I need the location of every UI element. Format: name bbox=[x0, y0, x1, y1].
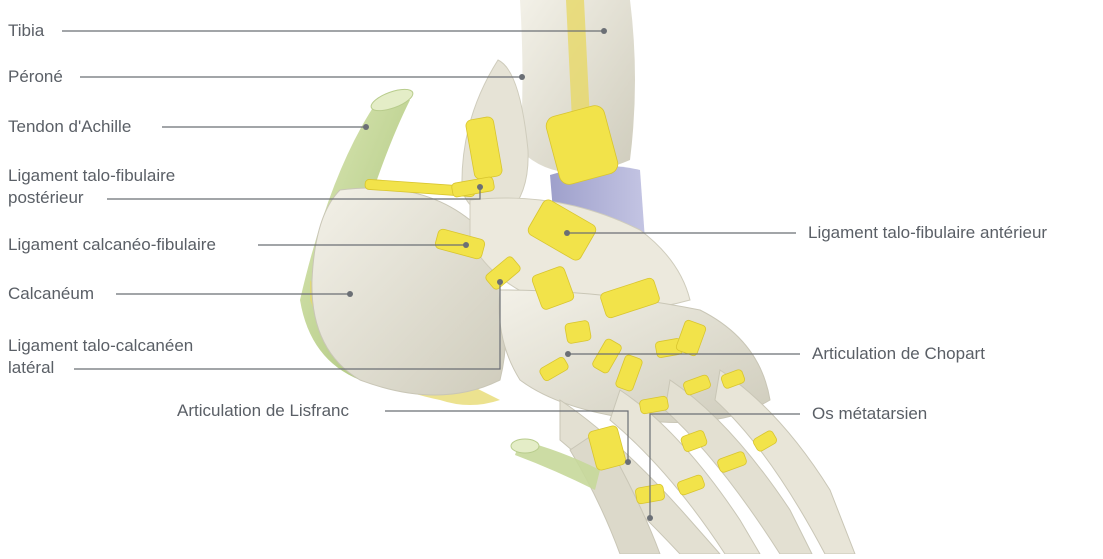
label-tendon-achille: Tendon d'Achille bbox=[8, 116, 131, 138]
leader-dot bbox=[564, 230, 570, 236]
label-line-1: Ligament talo-calcanéen bbox=[8, 335, 193, 357]
label-line-1: Ligament talo-fibulaire bbox=[8, 165, 175, 187]
leader-dot bbox=[625, 459, 631, 465]
leader-dot bbox=[601, 28, 607, 34]
leader-dot bbox=[497, 279, 503, 285]
label-line-2: postérieur bbox=[8, 187, 175, 209]
label-line-2: latéral bbox=[8, 357, 193, 379]
leader-dot bbox=[363, 124, 369, 130]
leader-dot bbox=[477, 184, 483, 190]
label-articulation-chopart: Articulation de Chopart bbox=[812, 343, 985, 365]
leader-dot bbox=[347, 291, 353, 297]
leader-dot bbox=[565, 351, 571, 357]
label-os-metatarsien: Os métatarsien bbox=[812, 403, 927, 425]
ligament-patch bbox=[564, 320, 591, 344]
label-tibia: Tibia bbox=[8, 20, 44, 42]
leader-dot bbox=[463, 242, 469, 248]
label-ligament-calcaneo-fibulaire: Ligament calcanéo-fibulaire bbox=[8, 234, 216, 256]
label-perone: Péroné bbox=[8, 66, 63, 88]
toe-tendon-end bbox=[511, 439, 539, 453]
leader-dot bbox=[647, 515, 653, 521]
label-ligament-talo-fibulaire-posterieur: Ligament talo-fibulaire postérieur bbox=[8, 165, 175, 209]
label-ligament-talo-fibulaire-anterieur: Ligament talo-fibulaire antérieur bbox=[808, 222, 1047, 244]
label-articulation-lisfranc: Articulation de Lisfranc bbox=[177, 400, 349, 422]
label-calcaneum: Calcanéum bbox=[8, 283, 94, 305]
leader-dot bbox=[519, 74, 525, 80]
label-ligament-talo-calcaneen-lateral: Ligament talo-calcanéen latéral bbox=[8, 335, 193, 379]
